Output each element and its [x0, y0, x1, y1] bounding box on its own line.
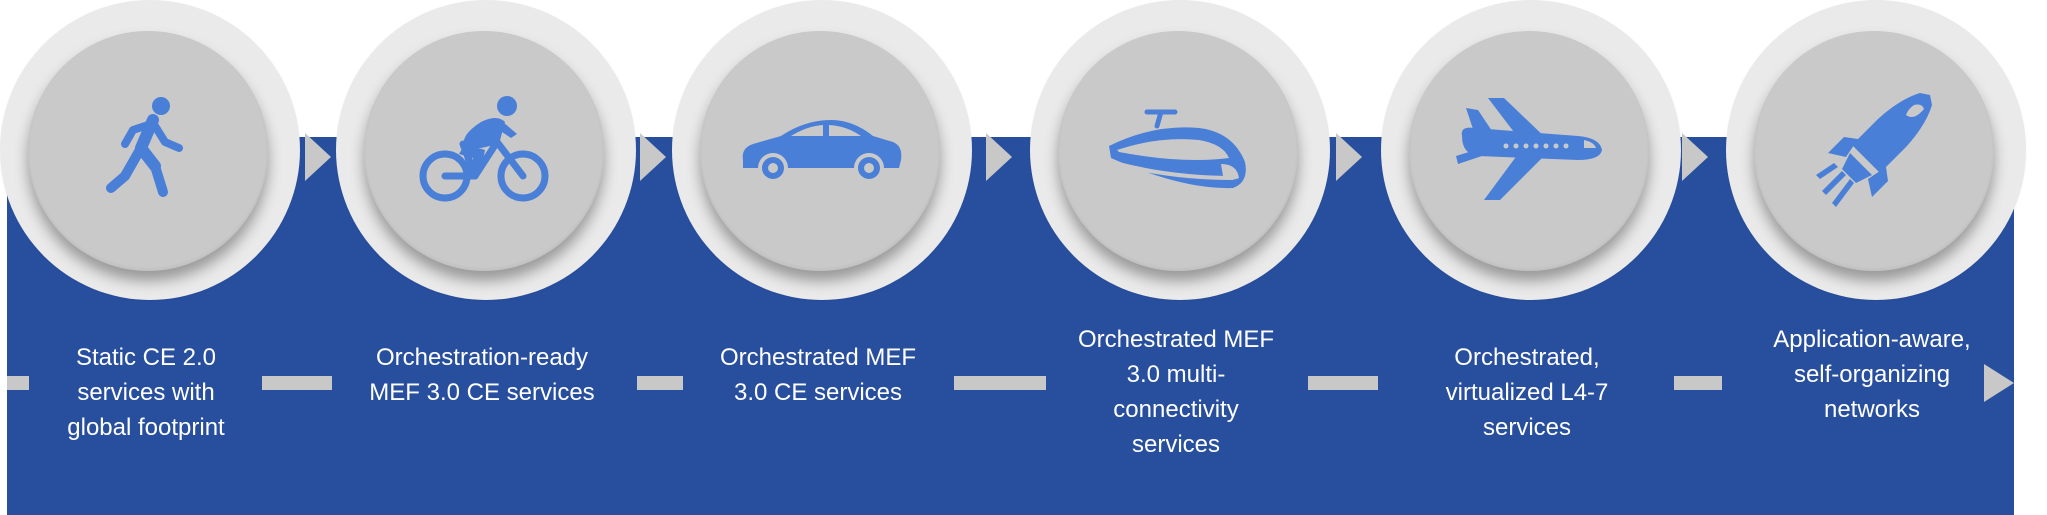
connector-dash [262, 376, 332, 390]
stage-1: Static CE 2.0 services with global footp… [0, 0, 306, 515]
chevron-right-icon [986, 133, 1012, 181]
chevron-right-icon [1336, 133, 1362, 181]
stage-caption: Orchestration-ready MEF 3.0 CE services [369, 344, 595, 406]
stage-2: Orchestration-ready MEF 3.0 CE services [322, 0, 642, 515]
stage-caption: Orchestrated MEF 3.0 multi- connectivity… [1077, 326, 1275, 458]
connector-dash [1308, 376, 1378, 390]
stage-caption: Orchestrated MEF 3.0 CE services [719, 344, 917, 406]
connector-dash [954, 376, 1046, 390]
stage-disc [700, 31, 940, 271]
stage-5: Orchestrated, virtualized L4-7 services [1367, 0, 1687, 515]
stage-4: Orchestrated MEF 3.0 multi- connectivity… [1016, 0, 1336, 515]
stage-3: Orchestrated MEF 3.0 CE services [658, 0, 978, 515]
stage-disc [1754, 31, 1994, 271]
rocket-icon [1816, 93, 1932, 207]
chevron-right-icon [640, 133, 666, 181]
high-speed-train-icon [1109, 109, 1246, 189]
stage-caption: Orchestrated, virtualized L4-7 services [1445, 344, 1609, 441]
chevron-right-icon [1682, 133, 1708, 181]
stage-caption: Application-aware, self-organizing netwo… [1773, 326, 1971, 423]
stage-disc [1409, 31, 1649, 271]
airplane-icon [1456, 98, 1602, 200]
stage-disc [28, 31, 268, 271]
chevron-right-icon [305, 133, 331, 181]
walking-person-icon [106, 97, 183, 197]
cyclist-icon [419, 96, 549, 202]
stage-disc [1058, 31, 1298, 271]
stage-disc [364, 31, 604, 271]
connector-dash [637, 376, 683, 390]
stage-6: Application-aware, self-organizing netwo… [1712, 0, 2032, 515]
connector-dash [7, 376, 29, 390]
timeline-band [7, 137, 2014, 515]
car-icon [742, 120, 902, 183]
stage-caption: Static CE 2.0 services with global footp… [67, 344, 225, 441]
end-arrow [1984, 364, 2014, 402]
connector-dash [1674, 376, 1722, 390]
